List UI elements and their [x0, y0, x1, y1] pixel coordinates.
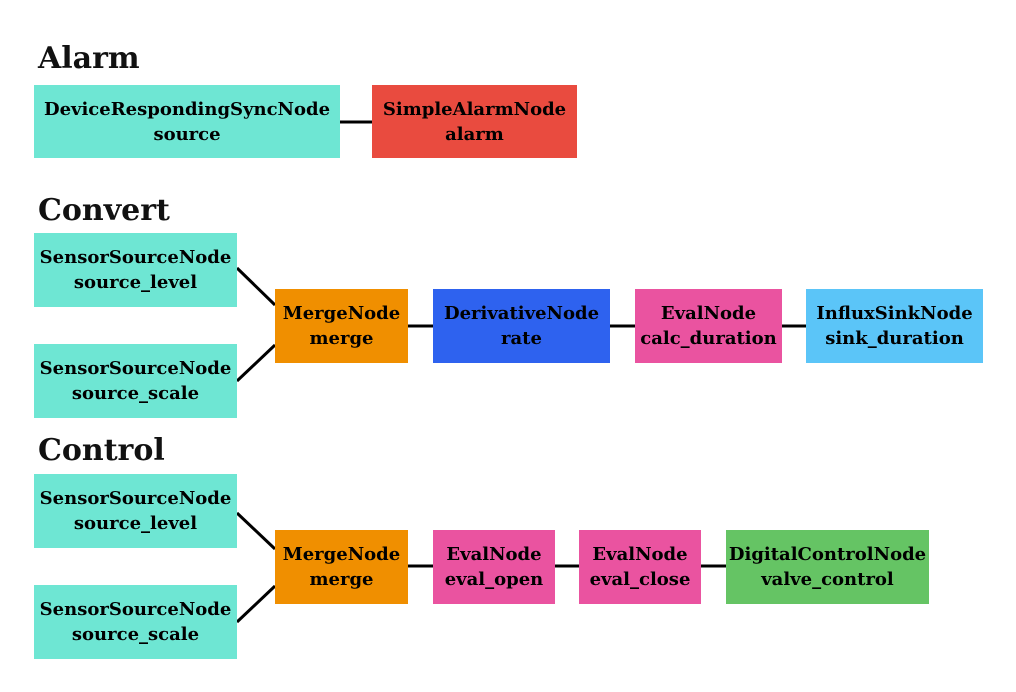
node-alarm-alarm[interactable]: SimpleAlarmNode alarm [372, 85, 577, 158]
node-convert-sink-duration[interactable]: InfluxSinkNode sink_duration [806, 289, 983, 363]
node-control-source-scale[interactable]: SensorSourceNode source_scale [34, 585, 237, 659]
node-control-eval-open[interactable]: EvalNode eval_open [433, 530, 555, 604]
node-type-label: MergeNode [282, 303, 401, 324]
node-name-label: eval_close [589, 569, 691, 590]
node-convert-calc-duration[interactable]: EvalNode calc_duration [635, 289, 782, 363]
node-control-source-level[interactable]: SensorSourceNode source_level [34, 474, 237, 548]
node-name-label: sink_duration [825, 328, 964, 349]
node-name-label: source [153, 123, 221, 145]
section-title-convert: Convert [38, 193, 170, 228]
node-type-label: InfluxSinkNode [816, 303, 973, 324]
node-name-label: rate [501, 328, 542, 349]
node-type-label: DigitalControlNode [728, 544, 927, 565]
node-type-label: DerivativeNode [443, 303, 600, 324]
node-control-merge[interactable]: MergeNode merge [275, 530, 408, 604]
node-convert-source-scale[interactable]: SensorSourceNode source_scale [34, 344, 237, 418]
node-name-label: source_scale [71, 624, 200, 645]
node-convert-merge[interactable]: MergeNode merge [275, 289, 408, 363]
node-type-label: SensorSourceNode [39, 247, 232, 268]
node-convert-rate[interactable]: DerivativeNode rate [433, 289, 610, 363]
edge-control-scale-to-merge [235, 584, 277, 624]
node-name-label: merge [309, 569, 374, 590]
node-name-label: eval_open [444, 569, 544, 590]
node-name-label: calc_duration [640, 328, 777, 349]
node-name-label: source_scale [71, 383, 200, 404]
edge-control-level-to-merge [235, 511, 277, 551]
node-type-label: EvalNode [446, 544, 542, 565]
node-control-eval-close[interactable]: EvalNode eval_close [579, 530, 701, 604]
node-name-label: alarm [445, 123, 504, 145]
section-title-control: Control [38, 433, 165, 468]
node-name-label: source_level [73, 513, 198, 534]
edge-convert-scale-to-merge [235, 343, 277, 383]
node-type-label: SensorSourceNode [39, 488, 232, 509]
edge-convert-level-to-merge [235, 266, 277, 307]
node-name-label: valve_control [761, 569, 894, 590]
node-name-label: merge [309, 328, 374, 349]
node-type-label: SensorSourceNode [39, 358, 232, 379]
node-name-label: source_level [73, 272, 198, 293]
node-type-label: SensorSourceNode [39, 599, 232, 620]
node-type-label: SimpleAlarmNode [382, 98, 567, 120]
node-convert-source-level[interactable]: SensorSourceNode source_level [34, 233, 237, 307]
node-control-valve-control[interactable]: DigitalControlNode valve_control [726, 530, 929, 604]
node-type-label: EvalNode [660, 303, 757, 324]
node-type-label: MergeNode [282, 544, 401, 565]
node-type-label: EvalNode [592, 544, 688, 565]
section-title-alarm: Alarm [38, 41, 140, 76]
node-type-label: DeviceRespondingSyncNode [43, 98, 331, 120]
node-alarm-source[interactable]: DeviceRespondingSyncNode source [34, 85, 340, 158]
